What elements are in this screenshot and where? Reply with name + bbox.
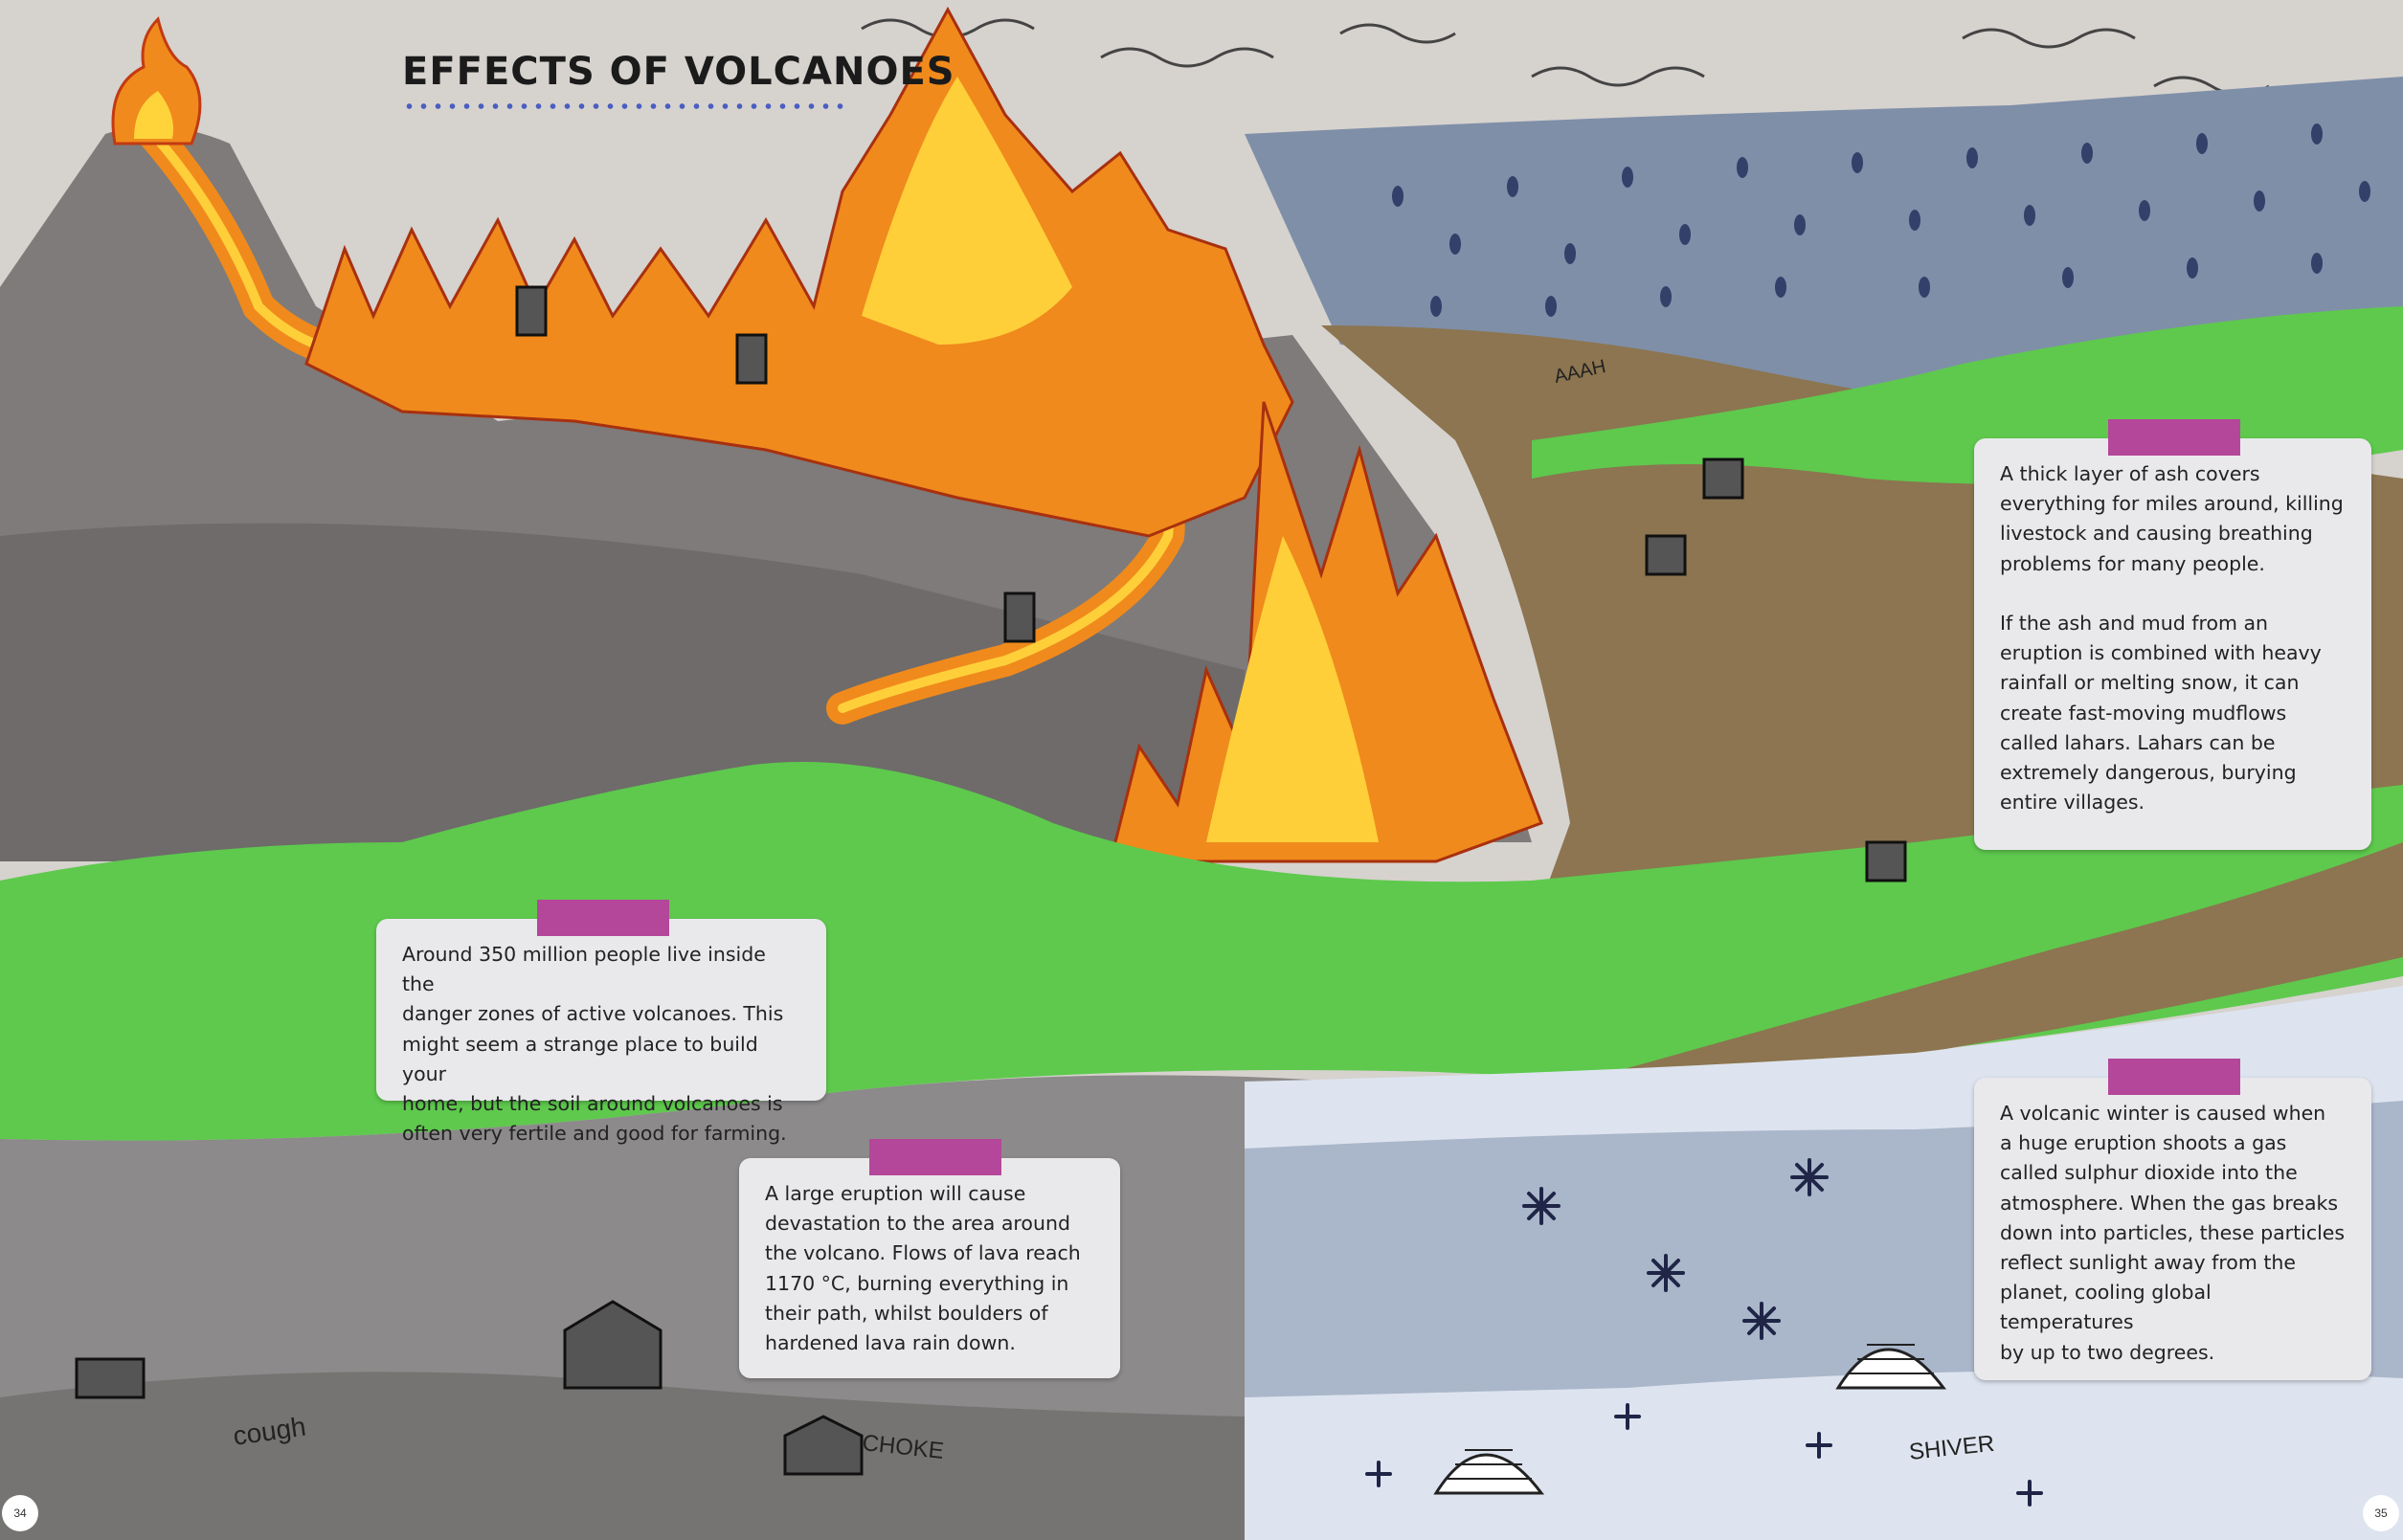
rain-sky	[1245, 77, 2403, 402]
page-title: EFFECTS OF VOLCANOES	[402, 50, 955, 94]
forest-fire	[304, 6, 1543, 863]
igloo-icon	[1835, 1344, 1947, 1390]
lava-info-box: A large eruption will cause devastation …	[739, 1139, 1120, 1378]
population-text: Around 350 million people live inside th…	[402, 943, 787, 1146]
ash-text: A thick layer of ash covers everything f…	[2000, 462, 2344, 815]
accent-tab	[2108, 1059, 2240, 1095]
snowflakes	[1365, 1158, 2043, 1507]
accent-tab	[537, 900, 669, 936]
title-underline	[402, 103, 848, 109]
winter-info-box: A volcanic winter is caused when a huge …	[1974, 1059, 2371, 1380]
igloo-icon	[1433, 1449, 1545, 1495]
population-info-box: Around 350 million people live inside th…	[376, 900, 826, 1145]
ash-field	[0, 523, 1245, 861]
village-houses	[75, 285, 1907, 1476]
rain-drops	[1392, 123, 2370, 317]
winter-text: A volcanic winter is caused when a huge …	[2000, 1102, 2346, 1364]
lava-text: A large eruption will cause devastation …	[765, 1182, 1081, 1355]
accent-tab	[869, 1139, 1001, 1175]
page-number-right: 35	[2363, 1495, 2399, 1531]
eruption-flame	[111, 16, 202, 145]
accent-tab	[2108, 419, 2240, 456]
page-number-left: 34	[2, 1495, 38, 1531]
ash-info-box: A thick layer of ash covers everything f…	[1974, 419, 2371, 850]
